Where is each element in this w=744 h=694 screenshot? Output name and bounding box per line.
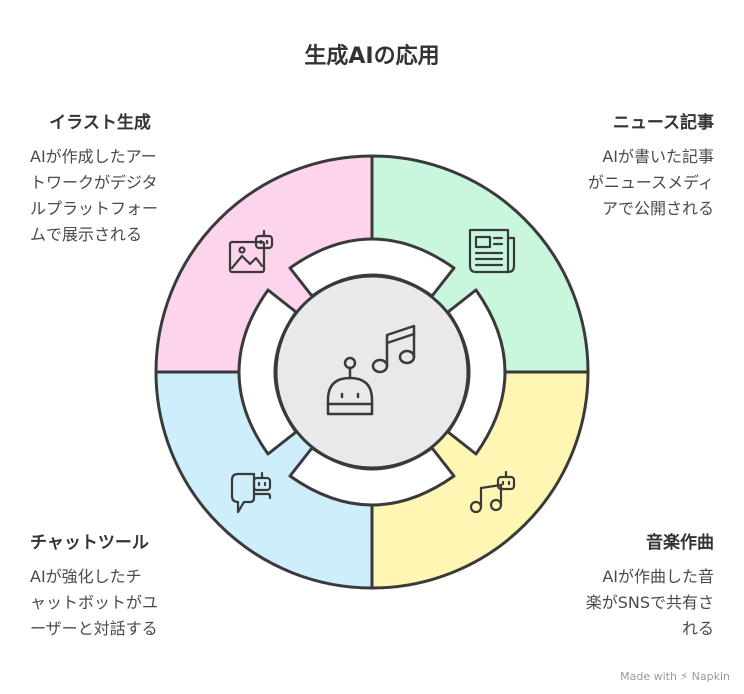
heading-chatbot: チャットツール [30, 533, 149, 553]
picture-robot-icon [228, 229, 274, 274]
description-illustration: AIが作成したアー トワークがデジタ ルプラットフォー ムで展示される [30, 147, 159, 244]
chat-robot-icon [230, 471, 272, 514]
newspaper-icon [468, 228, 516, 274]
napkin-credit: Made with ⚡ Napkin [620, 670, 730, 683]
label-news: ニュース記事 AIが書いた記事 がニュースメディ アで公開される [534, 112, 714, 222]
label-chatbot: チャットツール AIが強化したチ ャットボットがユ ーザーと対話する [30, 532, 210, 642]
page-title: 生成AIの応用 [304, 44, 440, 69]
heading-music: 音楽作曲 [646, 533, 714, 553]
label-music: 音楽作曲 AIが作曲した音 楽がSNSで共有さ れる [534, 532, 714, 642]
description-news: AIが書いた記事 がニュースメディ アで公開される [587, 147, 714, 218]
label-illustration: イラスト生成 AIが作成したアー トワークがデジタ ルプラットフォー ムで展示さ… [30, 112, 210, 248]
music-robot-icon [469, 470, 516, 514]
robot-music-icon [326, 324, 416, 416]
heading-news: ニュース記事 [612, 113, 714, 133]
center-circle [274, 274, 470, 470]
description-music: AIが作曲した音 楽がSNSで共有さ れる [585, 567, 714, 638]
heading-illustration: イラスト生成 [49, 113, 151, 133]
description-chatbot: AIが強化したチ ャットボットがユ ーザーと対話する [30, 567, 159, 638]
